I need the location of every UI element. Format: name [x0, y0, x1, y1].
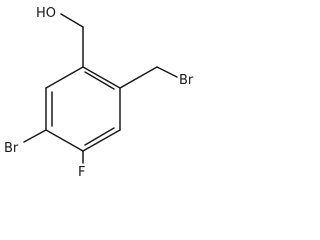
ring-br-label: Br — [4, 141, 19, 156]
ring-bond — [82, 129, 121, 152]
structure-diagram: HO Br Br F — [4, 6, 194, 180]
substituent-bond — [119, 66, 158, 89]
fluoro-label: F — [78, 165, 85, 180]
ring-bond — [82, 66, 121, 89]
ring-bond — [45, 129, 84, 152]
molecule-svg: HO Br Br F — [4, 6, 194, 180]
substituent-bond — [60, 13, 84, 28]
ring-double-bond — [84, 127, 115, 146]
substituent-bond — [23, 129, 47, 143]
bromomethyl-br-label: Br — [179, 73, 194, 88]
ring-double-bond — [84, 71, 115, 90]
substituent-bond — [156, 66, 178, 78]
hydroxyl-label: HO — [36, 6, 56, 21]
ring-bond — [45, 66, 84, 89]
